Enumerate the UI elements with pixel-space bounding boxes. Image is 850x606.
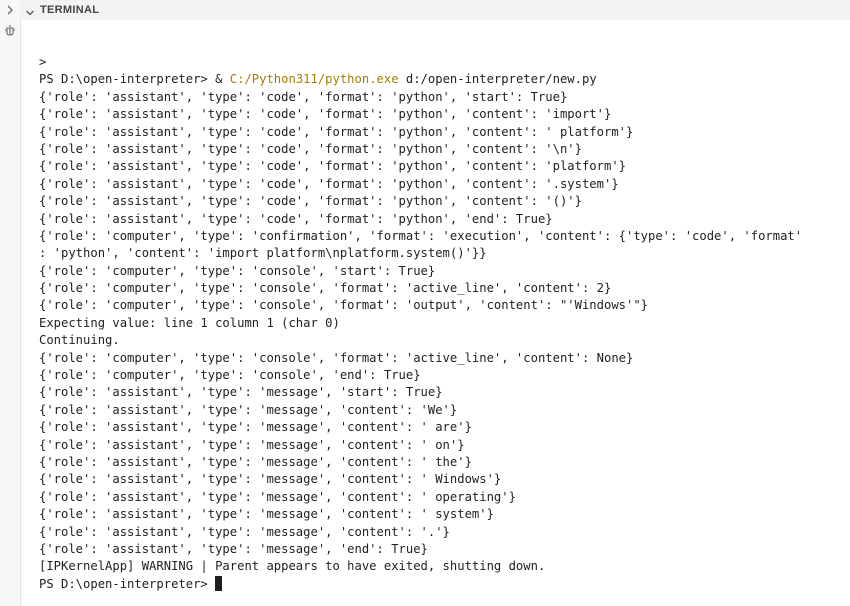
- terminal-line: {'role': 'assistant', 'type': 'message',…: [39, 524, 450, 539]
- terminal-line: {'role': 'computer', 'type': 'console', …: [39, 298, 649, 313]
- terminal-line: {'role': 'computer', 'type': 'console', …: [39, 350, 634, 365]
- terminal-line: [IPKernelApp] WARNING | Parent appears t…: [39, 559, 546, 574]
- terminal-output[interactable]: > PS D:\open-interpreter> & C:/Python311/…: [39, 54, 846, 593]
- chevron-right-icon[interactable]: [3, 2, 17, 16]
- terminal-line: {'role': 'computer', 'type': 'console', …: [39, 368, 421, 383]
- command-args: d:/open-interpreter/new.py: [398, 72, 597, 87]
- debug-icon[interactable]: [3, 22, 17, 36]
- terminal-line: {'role': 'assistant', 'type': 'message',…: [39, 454, 472, 469]
- terminal-line: PS D:\open-interpreter>: [39, 575, 846, 593]
- terminal-line: {'role': 'assistant', 'type': 'message',…: [39, 385, 443, 400]
- terminal-line: {'role': 'assistant', 'type': 'message',…: [39, 472, 502, 487]
- terminal-line: {'role': 'computer', 'type': 'console', …: [39, 281, 612, 296]
- terminal-line: Expecting value: line 1 column 1 (char 0…: [39, 315, 340, 330]
- side-strip: [0, 0, 21, 606]
- panel-title: TERMINAL: [40, 4, 100, 16]
- terminal-line: {'role': 'assistant', 'type': 'message',…: [39, 507, 494, 522]
- terminal-line: {'role': 'assistant', 'type': 'code', 'f…: [39, 211, 553, 226]
- terminal-line: {'role': 'computer', 'type': 'console', …: [39, 263, 436, 278]
- terminal-line: {'role': 'assistant', 'type': 'code', 'f…: [39, 141, 582, 156]
- terminal-line: {'role': 'assistant', 'type': 'message',…: [39, 489, 516, 504]
- terminal-line: {'role': 'assistant', 'type': 'message',…: [39, 437, 465, 452]
- terminal-line: {'role': 'assistant', 'type': 'message',…: [39, 541, 428, 556]
- python-exe-path: C:/Python311/python.exe: [229, 72, 399, 87]
- terminal-line: {'role': 'assistant', 'type': 'message',…: [39, 420, 472, 435]
- terminal-prompt: PS D:\open-interpreter>: [39, 576, 216, 591]
- terminal-cursor[interactable]: [215, 575, 223, 591]
- chevron-down-icon[interactable]: [24, 4, 36, 16]
- terminal-line: : 'python', 'content': 'import platform\…: [39, 246, 487, 261]
- terminal-line: {'role': 'assistant', 'type': 'code', 'f…: [39, 89, 568, 104]
- terminal-line: Continuing.: [39, 333, 120, 348]
- terminal-line: PS D:\open-interpreter> & C:/Python311/p…: [39, 71, 846, 88]
- terminal-line: >: [39, 55, 47, 69]
- terminal-line: {'role': 'computer', 'type': 'confirmati…: [39, 228, 803, 243]
- terminal-line: {'role': 'assistant', 'type': 'code', 'f…: [39, 176, 619, 191]
- terminal-prompt: PS D:\open-interpreter> &: [39, 72, 230, 87]
- terminal-panel-header[interactable]: TERMINAL: [20, 0, 850, 20]
- terminal-line: {'role': 'assistant', 'type': 'message',…: [39, 402, 458, 417]
- terminal-line: {'role': 'assistant', 'type': 'code', 'f…: [39, 159, 626, 174]
- terminal-line: {'role': 'assistant', 'type': 'code', 'f…: [39, 124, 634, 139]
- terminal-line: {'role': 'assistant', 'type': 'code', 'f…: [39, 194, 582, 209]
- terminal-line: {'role': 'assistant', 'type': 'code', 'f…: [39, 107, 612, 122]
